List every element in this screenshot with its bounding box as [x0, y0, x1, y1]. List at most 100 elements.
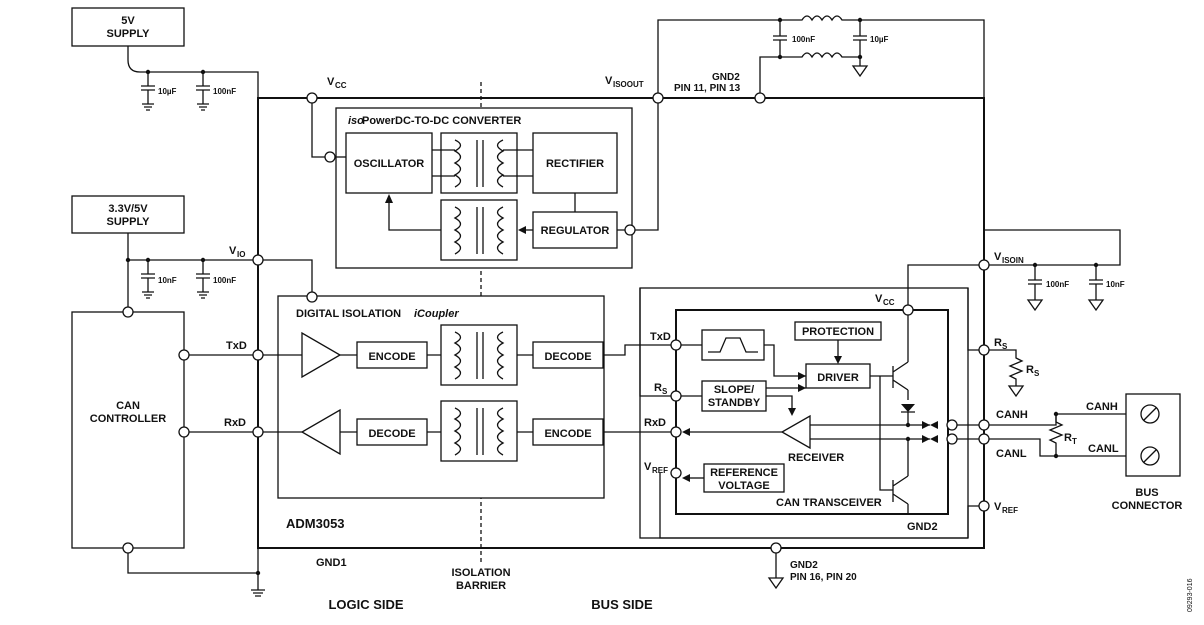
- digital-isolation-block: DIGITAL ISOLATION iCoupler ENCODE DECODE…: [263, 291, 605, 499]
- supply-5v-label: 5V: [121, 15, 135, 27]
- txd-pin: TxD: [189, 340, 264, 361]
- rs-pin: R S R S: [978, 337, 1040, 398]
- vcc-pin-label-sub: CC: [335, 81, 347, 90]
- isopower-converter: iso PowerDC-TO-DC CONVERTER OSCILLATOR R…: [335, 107, 636, 269]
- gnd2-top-label: GND2: [712, 72, 740, 83]
- can-transceiver-label: CAN TRANSCEIVER: [776, 497, 882, 509]
- bus-connector-label: BUS: [1135, 487, 1158, 499]
- decode-block-tx: [532, 341, 604, 369]
- driver-label: DRIVER: [817, 372, 859, 384]
- supply-33v-label2: SUPPLY: [106, 216, 150, 228]
- encode-tx-label: ENCODE: [368, 351, 415, 363]
- xcvr-rxd-label: RxD: [644, 417, 666, 429]
- rs-pin-label: R: [994, 337, 1002, 349]
- slope-standby-block: [701, 380, 767, 412]
- adm3053-package: ADM3053: [257, 97, 985, 549]
- encode-block-tx: [356, 341, 428, 369]
- gnd2-bottom-label: GND2: [790, 560, 818, 571]
- isopower-title: PowerDC-TO-DC CONVERTER: [362, 115, 521, 127]
- transformer-bottom: [440, 199, 518, 261]
- bus-canh-label: CANH: [1086, 401, 1118, 413]
- visoin-label: V: [994, 251, 1002, 263]
- controller-label: CAN: [116, 400, 140, 412]
- transformer-top: [440, 132, 518, 194]
- rectifier-label: RECTIFIER: [546, 158, 604, 170]
- cap-10uf: 10µF: [141, 72, 177, 111]
- decode-rx-label: DECODE: [368, 428, 415, 440]
- receiver-amp: [780, 414, 811, 450]
- rxd-label: RxD: [224, 417, 246, 429]
- gnd1: GND1: [127, 548, 347, 597]
- cap-10uf-label: 10µF: [158, 87, 177, 96]
- supply-33v: 3.3V/5V SUPPLY: [71, 195, 185, 234]
- cap-10nf-isoin-label: 10nF: [1106, 280, 1125, 289]
- logic-side-label: LOGIC SIDE: [328, 597, 403, 612]
- controller-label2: CONTROLLER: [90, 413, 166, 425]
- termination-resistor: R T: [1048, 414, 1077, 456]
- cap-10nf-label: 10nF: [158, 276, 177, 285]
- vcc-pin-label: V: [327, 76, 335, 88]
- txd-label: TxD: [226, 340, 247, 352]
- encode-block-rx: [532, 418, 604, 446]
- driver-block: [805, 363, 871, 389]
- digital-isolation-title-it: iCoupler: [414, 308, 459, 320]
- gnd2-top-pins: PIN 11, PIN 13: [674, 83, 741, 94]
- rxd-pin: RxD: [189, 417, 264, 438]
- gnd2-bottom: GND2 PIN 16, PIN 20: [767, 542, 857, 590]
- visoin-pin: V ISOIN 100nF 10nF: [978, 229, 1125, 312]
- xcvr-txd-label: TxD: [650, 331, 671, 343]
- reference-voltage-block: [703, 463, 785, 493]
- cap-100nf-isoin-label: 100nF: [1046, 280, 1069, 289]
- rs-res-label-sub: S: [1034, 369, 1040, 378]
- cap-100nf-vcc: 100nF: [196, 72, 236, 111]
- receiver-label: RECEIVER: [788, 452, 844, 464]
- oscillator-label: OSCILLATOR: [354, 158, 425, 170]
- rs-res-label: R: [1026, 364, 1034, 376]
- waveform-shaper: [701, 329, 765, 361]
- isolation-barrier-label: ISOLATION: [451, 567, 510, 579]
- isolation-barrier-label2: BARRIER: [456, 580, 506, 592]
- bus-canl-label: CANL: [1088, 443, 1119, 455]
- supply-5v: 5V SUPPLY: [71, 7, 185, 47]
- part-number: ADM3053: [286, 516, 345, 531]
- supply-5v-label2: SUPPLY: [106, 28, 150, 40]
- figure-code: 09293-016: [1187, 578, 1194, 612]
- vref-pin-label-sub: REF: [1002, 506, 1018, 515]
- rs-pin-label-sub: S: [1002, 342, 1008, 351]
- bus-side-label: BUS SIDE: [591, 597, 653, 612]
- xcvr-vcc-label: V: [875, 293, 883, 305]
- xcvr-vref-label: V: [644, 461, 652, 473]
- coupler-rx: [440, 400, 518, 462]
- gnd2-bottom-pins: PIN 16, PIN 20: [790, 572, 857, 583]
- transceiver-region: TxD R S RxD V REF V CC PROTECTION DRIVER…: [639, 287, 969, 539]
- cap-100nf-label: 100nF: [213, 87, 236, 96]
- xcvr-gnd2-label: GND2: [907, 521, 938, 533]
- cap-10uf-top-label: 10µF: [870, 35, 889, 44]
- bus-connector-label2: CONNECTOR: [1112, 500, 1183, 512]
- cap-100nf-label: 100nF: [213, 276, 236, 285]
- vref-pin-label: V: [994, 501, 1002, 513]
- xcvr-vcc-label-sub: CC: [883, 298, 895, 307]
- bus-connector: CANH CANL BUS CONNECTOR: [1086, 393, 1183, 512]
- xcvr-rs-label: R: [654, 382, 662, 394]
- standby-label: STANDBY: [708, 397, 761, 409]
- visoout-label: V: [605, 75, 613, 87]
- decode-tx-label: DECODE: [544, 351, 591, 363]
- xcvr-vref-label-sub: REF: [652, 466, 668, 475]
- gnd1-label: GND1: [316, 557, 347, 569]
- vio-pin-label: V: [229, 245, 237, 257]
- digital-isolation-title: DIGITAL ISOLATION: [296, 308, 401, 320]
- tx-buffer: [301, 331, 342, 379]
- coupler-tx: [440, 324, 518, 386]
- slope-label: SLOPE/: [714, 384, 754, 396]
- isopower-title-iso: iso: [348, 115, 364, 127]
- vio-pin-label-sub: IO: [237, 250, 245, 259]
- vref-pin: V REF: [967, 500, 1018, 538]
- lc-filter: 100nF 10µF: [657, 15, 985, 230]
- visoout-label-sub: ISOOUT: [613, 80, 644, 89]
- reference-label: REFERENCE: [710, 467, 778, 479]
- encode-rx-label: ENCODE: [544, 428, 591, 440]
- can-controller: CAN CONTROLLER: [71, 306, 190, 554]
